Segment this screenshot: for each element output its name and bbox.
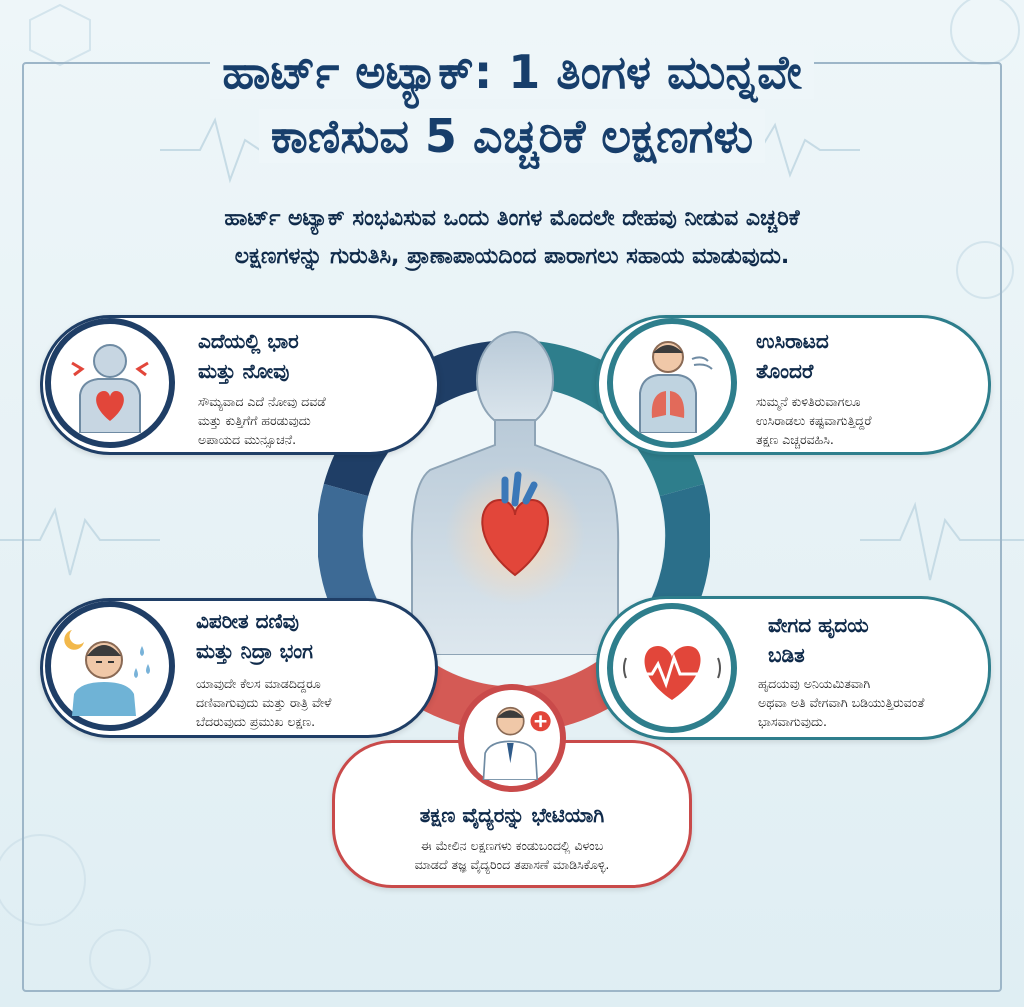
human-torso-illustration	[410, 331, 620, 655]
fatigue-title: ವಿಪರೀತ ದಣಿವು ಮತ್ತು ನಿದ್ರಾ ಭಂಗ	[196, 609, 313, 663]
heart-icon	[481, 471, 549, 577]
fatigue-description: ಯಾವುದೇ ಕೆಲಸ ಮಾಡದಿದ್ದರೂ ದಣಿವಾಗುವುದು ಮತ್ತು…	[196, 676, 332, 729]
chest-pain-title: ಎದೆಯಲ್ಲಿ ಭಾರ ಮತ್ತು ನೋವು	[198, 329, 299, 383]
chest-pain-icon	[71, 344, 149, 433]
tired-person-icon-frame	[45, 601, 175, 731]
title-line-1: ಹಾರ್ಟ್ ಅಟ್ಯಾಕ್: 1 ತಿಂಗಳ ಮುನ್ನವೇ	[222, 45, 802, 99]
subtitle-line-2: ಲಕ್ಷಣಗಳನ್ನು ಗುರುತಿಸಿ, ಪ್ರಾಣಾಪಾಯದಿಂದ ಪಾರಾ…	[234, 244, 790, 269]
lungs-icon-frame	[607, 318, 737, 448]
doctor-icon	[482, 706, 551, 780]
page-title: ಹಾರ್ಟ್ ಅಟ್ಯಾಕ್: 1 ತಿಂಗಳ ಮುನ್ನವೇ ಕಾಣಿಸುವ …	[0, 40, 1024, 168]
heartbeat-description: ಹೃದಯವು ಅನಿಯಮಿತವಾಗಿ ಅಥವಾ ಅತಿ ವೇಗವಾಗಿ ಬಡಿಯ…	[758, 676, 925, 729]
page-subtitle: ಹಾರ್ಟ್ ಅಟ್ಯಾಕ್ ಸಂಭವಿಸುವ ಒಂದು ತಿಂಗಳ ಮೊದಲೇ…	[80, 200, 944, 276]
subtitle-line-1: ಹಾರ್ಟ್ ಅಟ್ಯಾಕ್ ಸಂಭವಿಸುವ ಒಂದು ತಿಂಗಳ ಮೊದಲೇ…	[224, 206, 800, 231]
breathing-description: ಸುಮ್ಮನೆ ಕುಳಿತಿರುವಾಗಲೂ ಉಸಿರಾಡಲು ಕಷ್ಟವಾಗುತ…	[756, 394, 872, 447]
chest-pain-description: ಸೌಮ್ಯವಾದ ಎದೆ ನೋವು ದವಡೆ ಮತ್ತು ಕುತ್ತಿಗೆಗೆ …	[198, 394, 326, 447]
title-line-2: ಕಾಣಿಸುವ 5 ಎಚ್ಚರಿಕೆ ಲಕ್ಷಣಗಳು	[270, 109, 754, 163]
heartbeat-title: ವೇಗದ ಹೃದಯ ಬಡಿತ	[768, 613, 869, 667]
doctor-icon-frame	[458, 684, 566, 792]
heartbeat-icon	[623, 646, 721, 700]
lungs-icon	[639, 341, 713, 433]
breathing-title: ಉಸಿರಾಟದ ತೊಂದರೆ	[756, 329, 829, 383]
see-doctor-title: ತಕ್ಷಣ ವೈದ್ಯರನ್ನು ಭೇಟಿಯಾಗಿ	[419, 803, 605, 827]
chest-pain-icon-frame	[45, 318, 175, 448]
tired-person-icon	[64, 630, 150, 716]
heartbeat-icon-frame	[607, 603, 737, 733]
see-doctor-description: ಈ ಮೇಲಿನ ಲಕ್ಷಣಗಳು ಕಂಡುಬಂದಲ್ಲಿ ವಿಳಂಬ ಮಾಡದೆ…	[414, 838, 610, 872]
